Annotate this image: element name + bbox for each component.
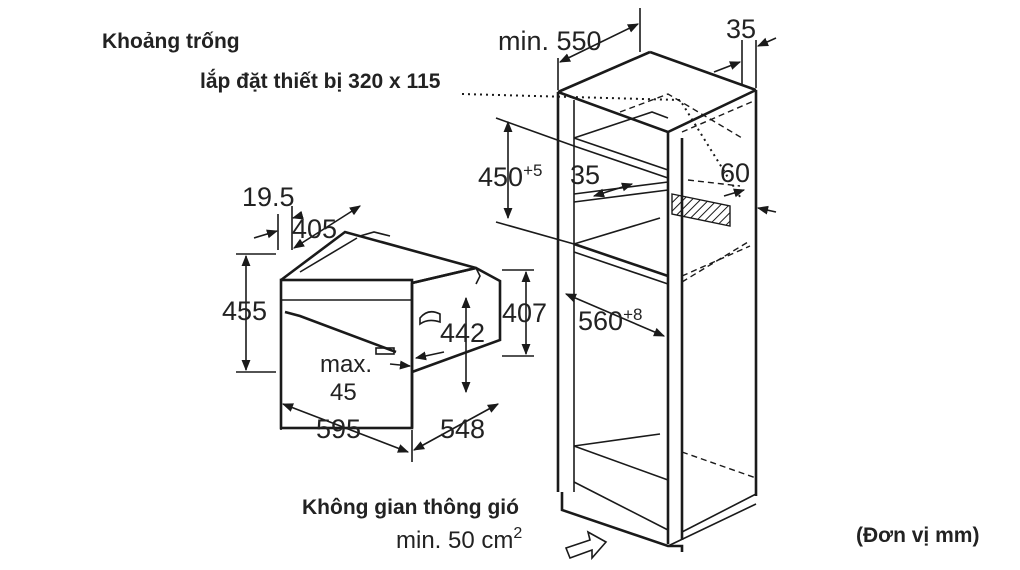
installation-note-line2: lắp đặt thiết bị 320 x 115 (200, 69, 441, 93)
dim-cabinet-back: 35 (726, 14, 756, 44)
oven-side (411, 266, 502, 374)
installation-note-line1: Khoảng trống (102, 30, 240, 53)
dim-oven-inner-height: 442 (440, 318, 485, 348)
dim-oven-offset: 19.5 (242, 182, 295, 212)
dim-cabinet-niche-height: 450+5 (478, 161, 542, 192)
dim-cabinet-shelf-gap: 35 (570, 160, 600, 190)
oven-handle (284, 310, 397, 354)
oven-dimension-lines (236, 205, 534, 462)
dim-oven-width: 595 (316, 414, 361, 444)
dim-oven-max-value: 45 (330, 379, 357, 406)
cabinet-dimension-lines (495, 8, 777, 337)
unit-note: (Đơn vị mm) (856, 524, 979, 547)
vent-opening (671, 193, 731, 227)
airflow-arrow-icon (564, 530, 608, 561)
dim-cabinet-vent-gap: 60 (720, 158, 750, 188)
dim-oven-height: 455 (222, 296, 267, 326)
ventilation-note-line1: Không gian thông gió (302, 496, 519, 519)
dim-oven-body-height: 407 (502, 298, 547, 328)
dim-oven-inner-depth: 405 (292, 214, 337, 244)
dim-cabinet-niche-width: 560+8 (578, 305, 642, 336)
dim-oven-depth: 548 (440, 414, 485, 444)
ventilation-note-line2: min. 50 cm2 (396, 525, 522, 554)
cabinet-drawing (556, 50, 758, 552)
installation-pointer (461, 93, 743, 201)
dim-oven-max-label: max. (320, 351, 372, 378)
dim-cabinet-min-depth: min. 550 (498, 26, 602, 56)
